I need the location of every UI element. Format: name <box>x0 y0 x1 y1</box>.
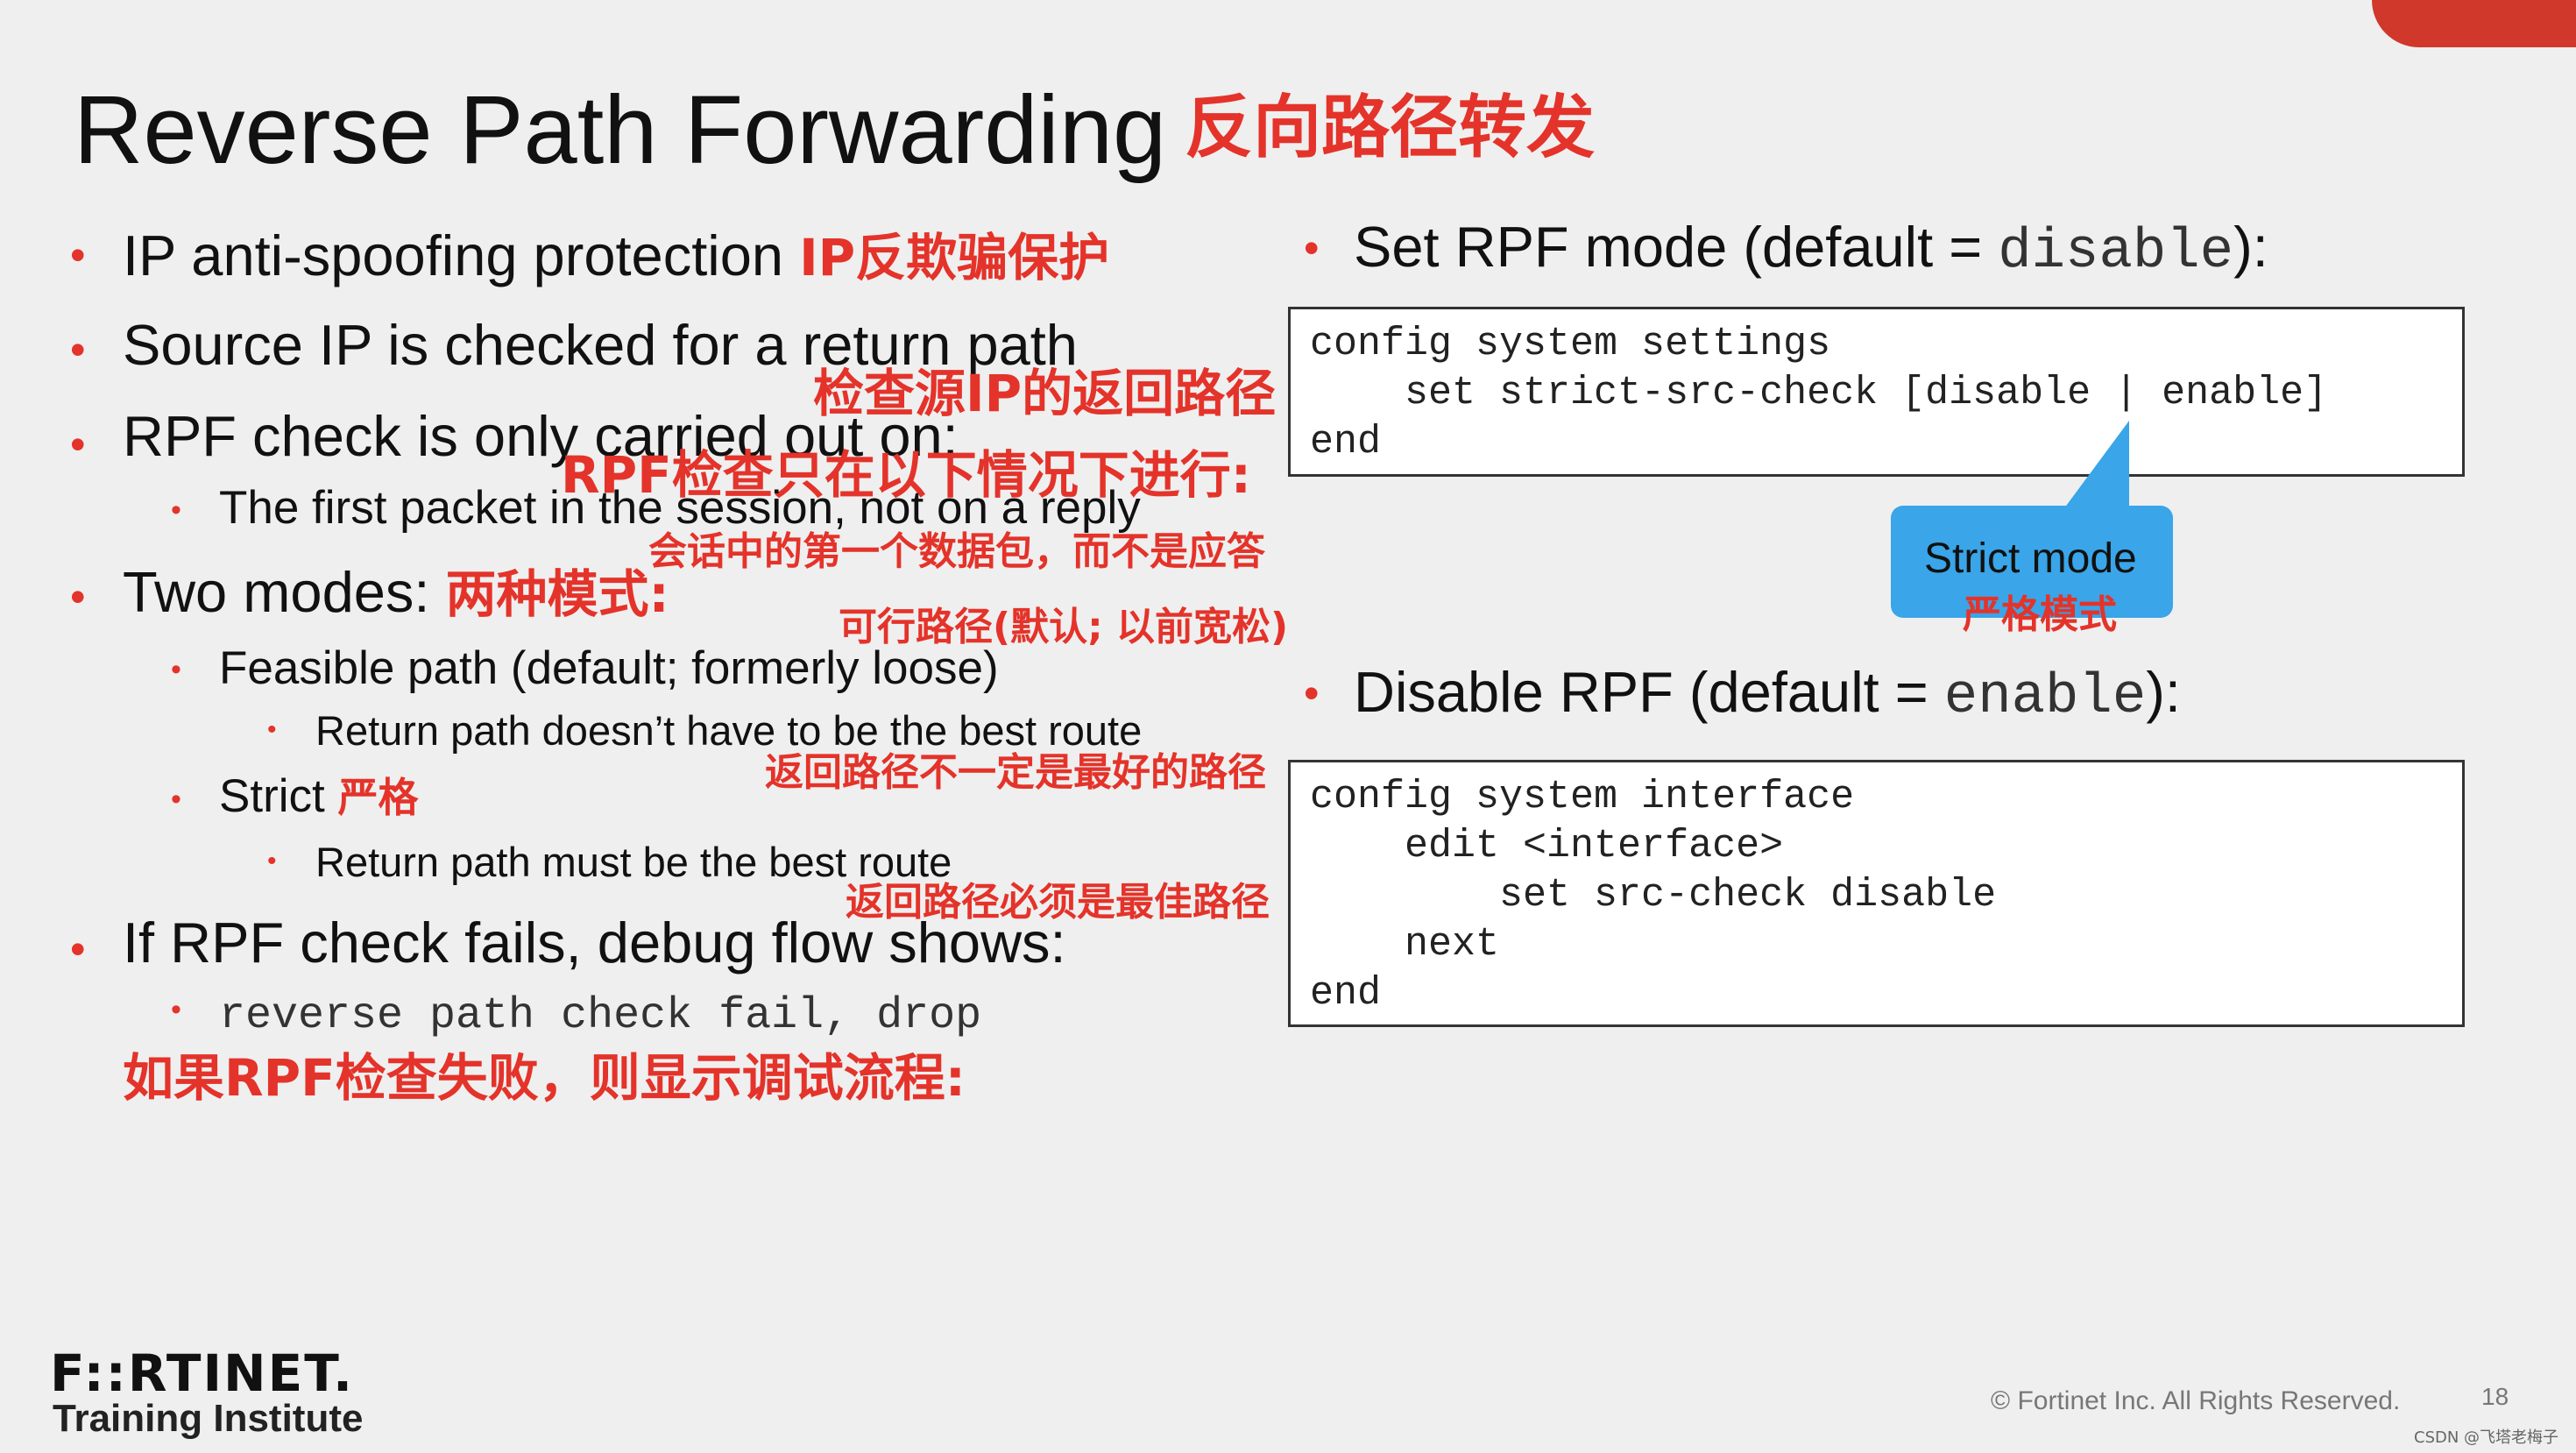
code-line: end <box>1310 420 1382 464</box>
sub-strict-cn: 严格 <box>337 774 419 821</box>
bullet-rpf-fails: If RPF check fails, debug flow shows: <box>123 911 1066 975</box>
callout-pointer <box>2059 421 2129 515</box>
code-line: next <box>1310 922 1500 967</box>
set-rpf-mode-suffix: ): <box>2233 215 2268 279</box>
copyright-text: © Fortinet Inc. All Rights Reserved. <box>1991 1386 2401 1415</box>
sub-feasible-detail: Return path doesn’t have to be the best … <box>315 707 1143 754</box>
bullet-dot: • <box>70 420 86 469</box>
code-line: config system interface <box>1310 775 1855 819</box>
bullet-dot: • <box>70 925 86 974</box>
corner-accent-tab <box>2372 0 2576 47</box>
sub-strict-detail-cn: 返回路径必须是最佳路径 <box>846 880 1270 925</box>
bullet-dot: • <box>171 653 181 686</box>
sub-strict: Strict 严格 <box>219 766 418 828</box>
bullet-dot: • <box>171 993 181 1026</box>
callout-label-cn: 严格模式 <box>1963 592 2117 637</box>
watermark-text: CSDN @飞塔老梅子 <box>2414 1428 2559 1447</box>
sub-strict-detail: Return path must be the best route <box>315 839 952 885</box>
code-block-interface: config system interface edit <interface>… <box>1288 760 2465 1027</box>
set-rpf-mode-prefix: Set RPF mode (default = <box>1354 215 1999 279</box>
bullet-rpf-fails-cn: 如果RPF检查失败，则显示调试流程: <box>123 1048 966 1108</box>
sub-first-packet-cn: 会话中的第一个数据包，而不是应答 <box>648 529 1265 574</box>
sub-feasible: Feasible path (default; formerly loose) <box>219 642 999 694</box>
bullet-dot: • <box>267 715 277 744</box>
bullet-two-modes-text: Two modes: <box>123 560 430 624</box>
bullet-anti-spoofing-cn: IP反欺骗保护 <box>799 228 1110 287</box>
sub-feasible-detail-cn: 返回路径不一定是最好的路径 <box>765 750 1266 795</box>
code-line: config system settings <box>1310 322 1831 366</box>
bullet-two-modes: Two modes: 两种模式: <box>123 557 669 627</box>
sub-feasible-cn: 可行路径(默认; 以前宽松) <box>839 605 1289 649</box>
code-block-settings: config system settings set strict-src-ch… <box>1288 307 2465 477</box>
code-line: edit <interface> <box>1310 824 1784 868</box>
code-line: set src-check disable <box>1310 873 1997 918</box>
set-rpf-mode-code: disable <box>1998 221 2234 284</box>
disable-rpf-heading: Disable RPF (default = enable): <box>1354 657 2181 733</box>
bullet-source-ip: Source IP is checked for a return path <box>123 313 1078 377</box>
sub-first-packet: The first packet in the session, not on … <box>219 482 1141 534</box>
sub-strict-text: Strict <box>219 770 325 822</box>
page-number: 18 <box>2481 1383 2509 1410</box>
bullet-two-modes-cn: 两种模式: <box>445 564 669 624</box>
callout-label: Strict mode <box>1924 535 2137 582</box>
bullet-dot: • <box>267 847 277 875</box>
bullet-anti-spoofing: IP anti-spoofing protection IP反欺骗保护 <box>123 221 1109 291</box>
bullet-dot: • <box>171 783 181 816</box>
fortinet-logo: F::RTINET. <box>50 1343 354 1403</box>
bullet-dot: • <box>1304 669 1320 718</box>
set-rpf-mode-heading: Set RPF mode (default = disable): <box>1354 212 2268 287</box>
bullet-dot: • <box>70 230 86 280</box>
sub-debug-output: reverse path check fail, drop <box>219 991 982 1041</box>
bullet-rpf-check: RPF check is only carried out on: <box>123 404 959 468</box>
bullet-dot: • <box>171 493 181 527</box>
strict-mode-callout <box>1891 506 2173 618</box>
disable-rpf-code: enable <box>1943 666 2147 729</box>
code-line: end <box>1310 971 1382 1016</box>
bullet-rpf-check-cn: RPF检查只在以下情况下进行: <box>561 445 1251 505</box>
bullet-dot: • <box>70 572 86 621</box>
training-institute-label: Training Institute <box>53 1397 364 1440</box>
slide-title: Reverse Path Forwarding <box>74 76 1167 184</box>
bullet-source-ip-cn: 检查源IP的返回路径 <box>813 364 1277 423</box>
code-line: set strict-src-check [disable | enable] <box>1310 371 2328 415</box>
slide-title-cn: 反向路径转发 <box>1185 89 1596 167</box>
bullet-anti-spoofing-text: IP anti-spoofing protection <box>123 223 784 287</box>
disable-rpf-prefix: Disable RPF (default = <box>1354 660 1944 724</box>
disable-rpf-suffix: ): <box>2146 660 2181 724</box>
bullet-dot: • <box>1304 223 1320 273</box>
bullet-dot: • <box>70 325 86 374</box>
